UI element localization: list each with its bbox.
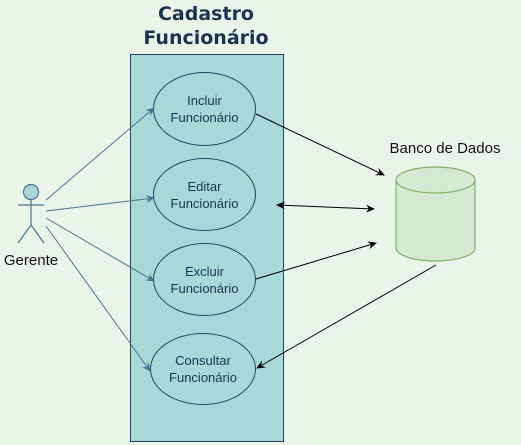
use-case-editar-label: Editar Funcionário xyxy=(170,178,239,211)
link-actor-consultar xyxy=(45,225,151,372)
actor-head xyxy=(22,183,40,201)
system-title-line2: Funcionário xyxy=(143,27,269,49)
link-actor-editar xyxy=(45,194,155,212)
database-label: Banco de Dados xyxy=(389,140,501,157)
actor-right-leg xyxy=(30,224,45,244)
use-case-incluir[interactable]: Incluir Funcionário xyxy=(153,72,256,146)
link-actor-incluir xyxy=(45,107,155,201)
system-title-line1: Cadastro xyxy=(157,3,254,25)
system-title: Cadastro Funcionário xyxy=(130,2,282,50)
link-incluir-db xyxy=(255,113,385,176)
use-case-consultar-label: Consultar Funcionário xyxy=(169,353,237,385)
link-db-consultar xyxy=(256,264,437,369)
use-case-editar[interactable]: Editar Funcionário xyxy=(153,158,256,231)
use-case-consultar[interactable]: Consultar Funcionário xyxy=(150,333,256,405)
link-editar-db xyxy=(276,201,375,213)
actor-label: Gerente xyxy=(3,252,59,269)
database-cylinder[interactable] xyxy=(395,166,476,262)
actor-figure[interactable] xyxy=(17,183,45,244)
link-actor-excluir xyxy=(45,217,155,282)
use-case-excluir-label: Excluir Funcionário xyxy=(170,263,239,296)
link-excluir-db xyxy=(255,241,377,280)
use-case-excluir[interactable]: Excluir Funcionário xyxy=(153,243,256,316)
use-case-incluir-label: Incluir Funcionário xyxy=(170,93,239,125)
actor-left-leg xyxy=(17,224,32,244)
